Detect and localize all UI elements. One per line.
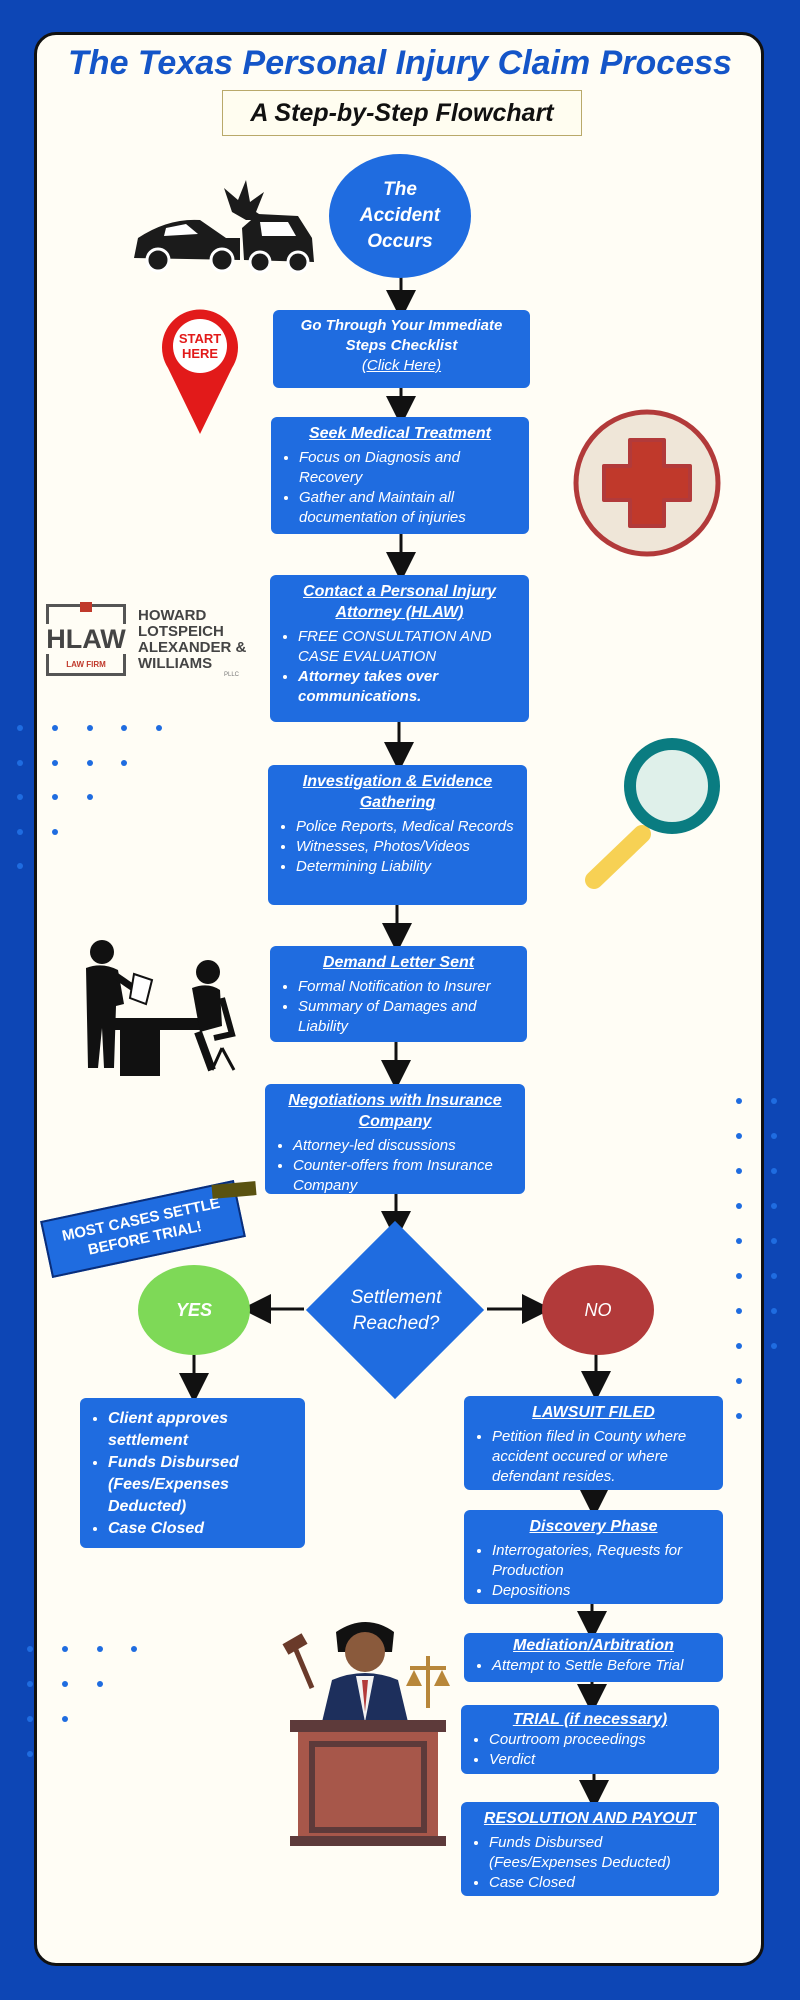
location-pin-shape: [162, 309, 238, 434]
page-subtitle: A Step-by-Step Flowchart: [222, 90, 582, 136]
step-demand-letter: Demand Letter Sent Formal Notification t…: [270, 946, 527, 1042]
list-item: Verdict: [489, 1750, 709, 1770]
step-immediate-title: Go Through Your Immediate Steps Checklis…: [300, 317, 503, 354]
list-item: Focus on Diagnosis and Recovery: [299, 448, 519, 488]
car-crash-icon: [134, 180, 314, 274]
list-item: Formal Notification to Insurer: [298, 977, 517, 997]
step-attorney-title: Contact a Personal Injury Attorney (HLAW…: [303, 583, 496, 621]
step-resolution: RESOLUTION AND PAYOUT Funds Disbursed (F…: [461, 1802, 719, 1896]
step-resolution-title: RESOLUTION AND PAYOUT: [483, 1810, 697, 1827]
list-item: Police Reports, Medical Records: [296, 817, 517, 837]
list-item: Courtroom proceedings: [489, 1730, 709, 1750]
list-item: Funds Disbursed (Fees/Expenses Deducted): [489, 1833, 709, 1873]
decision-label: Settlement Reached?: [350, 1287, 442, 1334]
logo-pllc: PLLC: [224, 672, 240, 678]
texas-icon: [80, 602, 92, 612]
list-item: Client approves settlement: [108, 1408, 295, 1452]
logo-name: HOWARD: [138, 607, 207, 624]
step-lawsuit: LAWSUIT FILED Petition filed in County w…: [464, 1396, 723, 1490]
step-demand-title: Demand Letter Sent: [322, 954, 475, 971]
list-item: Case Closed: [108, 1518, 295, 1540]
step-trial: TRIAL (if necessary) Courtroom proceedin…: [461, 1705, 719, 1774]
yes-outcome: Client approves settlement Funds Disburs…: [80, 1398, 305, 1548]
hlaw-logo: HLAW LAW FIRM HOWARD LOTSPEICH ALEXANDER…: [43, 602, 271, 680]
list-item: Attempt to Settle Before Trial: [492, 1656, 713, 1676]
no-node: NO: [542, 1265, 654, 1355]
logo-name: LOTSPEICH: [138, 623, 224, 640]
list-item: Interrogatories, Requests for Production: [492, 1541, 713, 1581]
step-investigation: Investigation & Evidence Gathering Polic…: [268, 765, 527, 905]
step-medical: Seek Medical Treatment Focus on Diagnosi…: [271, 417, 529, 534]
logo-sub: LAW FIRM: [66, 660, 106, 669]
list-item: Funds Disbursed (Fees/Expenses Deducted): [108, 1452, 295, 1518]
magnifying-glass-icon: [585, 738, 720, 889]
list-item: Summary of Damages and Liability: [298, 997, 517, 1037]
location-pin-icon: START HERE: [160, 306, 240, 436]
list-item: Witnesses, Photos/Videos: [296, 837, 517, 857]
list-item: Gather and Maintain all documentation of…: [299, 488, 519, 528]
list-item: FREE CONSULTATION AND CASE EVALUATION: [298, 627, 519, 667]
step-investigation-title: Investigation & Evidence Gathering: [302, 773, 493, 811]
step-negotiations-title: Negotiations with Insurance Company: [288, 1092, 502, 1130]
pin-text: START HERE: [178, 331, 222, 361]
step-mediation: Mediation/Arbitration Attempt to Settle …: [464, 1633, 723, 1682]
list-item: Attorney-led discussions: [293, 1136, 515, 1156]
checklist-link[interactable]: (Click Here): [361, 357, 442, 374]
list-item: Counter-offers from Insurance Company: [293, 1156, 515, 1196]
logo-name: ALEXANDER &: [138, 639, 247, 656]
logo-names: HOWARD LOTSPEICH ALEXANDER & WILLIAMS: [138, 608, 246, 672]
step-immediate-checklist[interactable]: Go Through Your Immediate Steps Checklis…: [273, 310, 530, 388]
yes-node: YES: [138, 1265, 250, 1355]
start-node: The Accident Occurs: [329, 154, 471, 278]
judge-icon: [282, 1622, 450, 1846]
list-item: Case Closed: [489, 1873, 709, 1893]
step-medical-title: Seek Medical Treatment: [308, 425, 491, 442]
step-discovery: Discovery Phase Interrogatories, Request…: [464, 1510, 723, 1604]
step-trial-title: TRIAL (if necessary): [512, 1711, 668, 1728]
step-attorney: Contact a Personal Injury Attorney (HLAW…: [270, 575, 529, 722]
list-item: Determining Liability: [296, 857, 517, 877]
list-item: Depositions: [492, 1581, 713, 1601]
step-negotiations: Negotiations with Insurance Company Atto…: [265, 1084, 525, 1194]
step-discovery-title: Discovery Phase: [529, 1518, 658, 1535]
medical-cross-icon: [573, 409, 721, 557]
list-item: Attorney takes over communications.: [298, 667, 519, 707]
logo-name: WILLIAMS: [138, 655, 213, 672]
meeting-desk-icon: [86, 940, 236, 1076]
step-lawsuit-title: LAWSUIT FILED: [532, 1404, 655, 1421]
page-title: The Texas Personal Injury Claim Process: [68, 44, 732, 82]
step-mediation-title: Mediation/Arbitration: [513, 1637, 674, 1654]
logo-mark: HLAW: [43, 624, 129, 654]
list-item: Petition filed in County where accident …: [492, 1427, 713, 1487]
